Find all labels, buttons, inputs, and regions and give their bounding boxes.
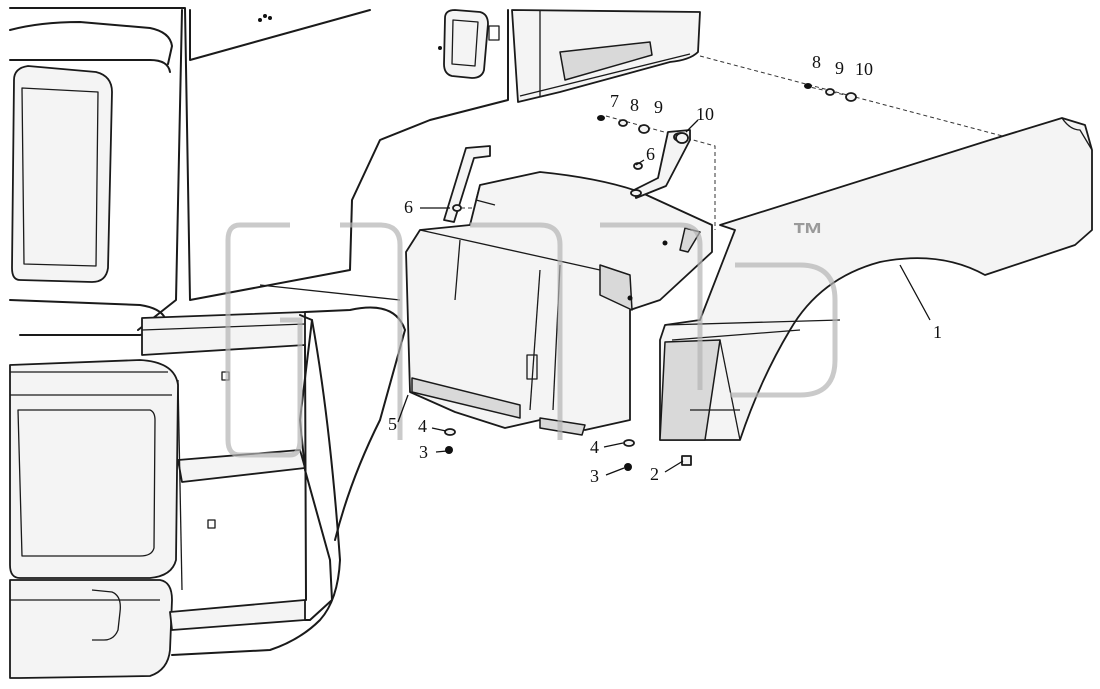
- callout-6b: 6: [646, 144, 655, 164]
- callout-6a: 6: [404, 197, 413, 217]
- part-1-fender: [659, 117, 1093, 441]
- cab-body: [9, 7, 701, 679]
- leader-lines: [397, 119, 931, 476]
- callouts: 1 2 3 3 4 4 5 6 6 7 8 9 10 8 9 10: [388, 52, 942, 486]
- callout-3a: 3: [419, 442, 428, 462]
- callout-8b: 8: [812, 52, 821, 72]
- callout-8a: 8: [630, 95, 639, 115]
- callout-4b: 4: [590, 437, 599, 457]
- callout-2: 2: [650, 464, 659, 484]
- watermark-logo: ™: [225, 216, 838, 458]
- callout-4a: 4: [418, 416, 427, 436]
- callout-10a: 10: [696, 104, 714, 124]
- fasteners: [444, 83, 857, 471]
- callout-10b: 10: [855, 59, 873, 79]
- callout-3b: 3: [590, 466, 599, 486]
- callout-7: 7: [610, 91, 619, 111]
- callout-9a: 9: [654, 97, 663, 117]
- callout-5: 5: [388, 414, 397, 434]
- callout-9b: 9: [835, 58, 844, 78]
- callout-1: 1: [933, 322, 942, 342]
- watermark-trademark: ™: [792, 216, 824, 252]
